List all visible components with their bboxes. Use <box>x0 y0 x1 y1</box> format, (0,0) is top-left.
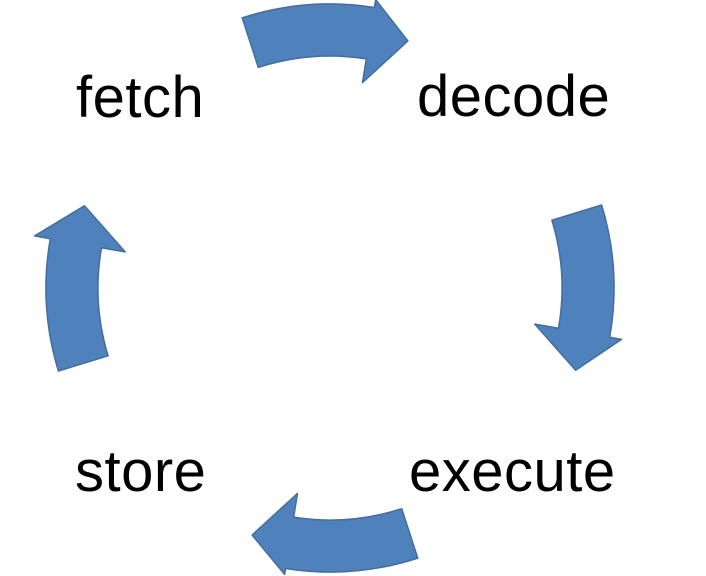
arrow-execute-to-store-icon <box>251 492 419 576</box>
arrow-fetch-to-decode-icon <box>241 0 409 84</box>
step-label-fetch: fetch <box>76 65 205 130</box>
step-label-decode: decode <box>417 64 611 129</box>
step-label-execute: execute <box>409 439 616 504</box>
step-label-store: store <box>75 439 207 504</box>
arrow-decode-to-execute-icon <box>534 204 623 371</box>
arrow-store-to-fetch-icon <box>33 205 126 372</box>
